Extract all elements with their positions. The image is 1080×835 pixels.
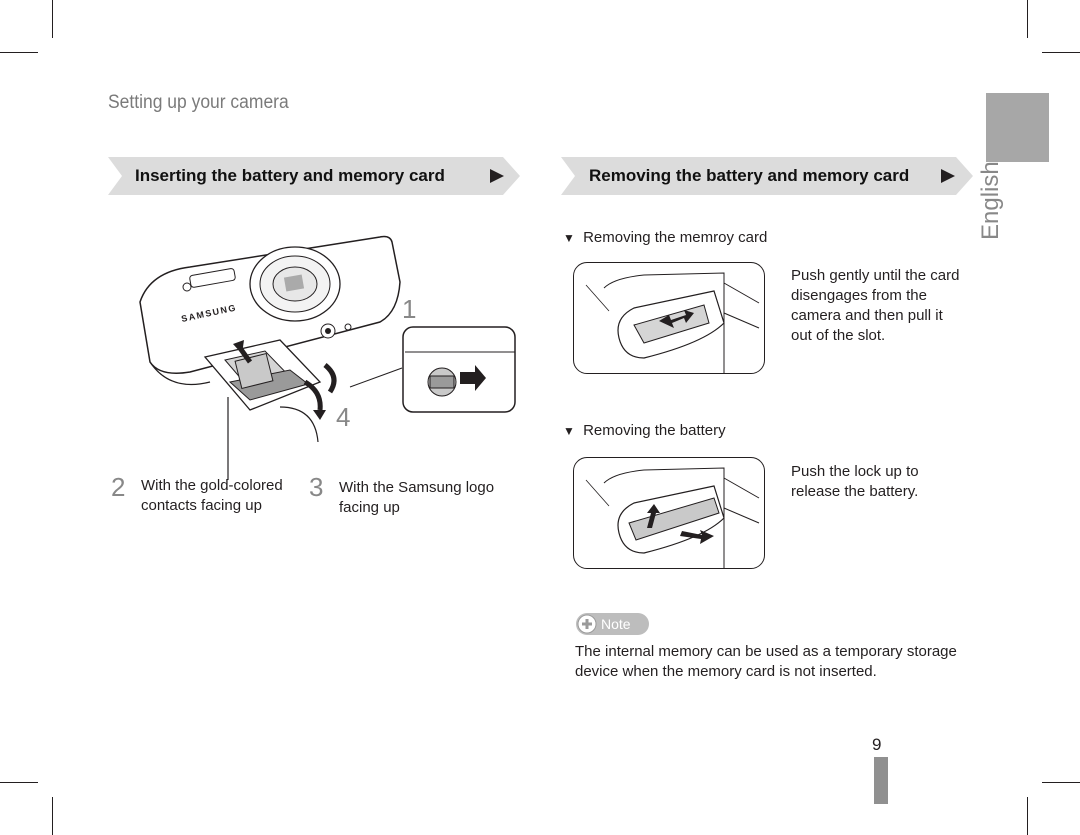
caption-3-line1: With the Samsung logo (339, 479, 495, 496)
battery-illustration (573, 457, 765, 569)
caption-3-text: With the Samsung logo facing up (339, 478, 494, 518)
removing-banner-title: Removing the battery and memory card (589, 166, 910, 185)
note-label: Note (601, 616, 631, 632)
language-tab: English (977, 162, 1004, 240)
memory-card-illustration (573, 262, 765, 374)
removing-banner: Removing the battery and memory card (561, 157, 973, 195)
crop-mark (1042, 782, 1080, 783)
section-title: Setting up your camera (108, 92, 289, 113)
memory-heading: ▼ Removing the memroy card (563, 229, 767, 246)
triangle-bullet-icon: ▼ (563, 424, 575, 438)
memory-instructions: Push gently until the card disengages fr… (791, 266, 959, 346)
battery-text-line: release the battery. (791, 483, 919, 500)
note-text: The internal memory can be used as a tem… (575, 642, 957, 682)
crop-mark (52, 0, 53, 38)
inserting-banner: Inserting the battery and memory card (108, 157, 520, 195)
step-number-1: 1 (402, 294, 417, 324)
note-text-line2: device when the memory card is not inser… (575, 663, 877, 680)
battery-heading-text: Removing the battery (583, 422, 726, 439)
memory-text-line: disengages from the (791, 287, 927, 304)
note-badge: Note (576, 613, 649, 635)
language-tab-block (986, 93, 1049, 162)
triangle-bullet-icon: ▼ (563, 231, 575, 245)
memory-text-line: out of the slot. (791, 327, 886, 344)
page-marker-bar (874, 757, 888, 804)
caption-2-line1: With the gold-colored (141, 477, 283, 494)
crop-mark (52, 797, 53, 835)
arrow-right-icon (490, 169, 504, 183)
crop-mark (1042, 52, 1080, 53)
memory-heading-text: Removing the memroy card (583, 229, 768, 246)
battery-instructions: Push the lock up to release the battery. (791, 462, 919, 502)
memory-text-line: Push gently until the card (791, 267, 960, 284)
banner-shape (108, 157, 520, 195)
note-text-line1: The internal memory can be used as a tem… (575, 643, 957, 660)
battery-heading: ▼ Removing the battery (563, 422, 726, 439)
caption-2-number: 2 (111, 472, 126, 502)
crop-mark (1027, 0, 1028, 38)
crop-mark (1027, 797, 1028, 835)
caption-2-text: With the gold-colored contacts facing up (141, 476, 283, 516)
caption-3-line2: facing up (339, 499, 400, 516)
caption-2-line2: contacts facing up (141, 497, 262, 514)
caption-3-number: 3 (309, 472, 324, 502)
arrow-right-icon (941, 169, 955, 183)
crop-mark (0, 52, 38, 53)
page-number: 9 (872, 735, 882, 754)
language-tab-label: English (977, 162, 1004, 240)
memory-text-line: camera and then pull it (791, 307, 943, 324)
crop-mark (0, 782, 38, 783)
battery-text-line: Push the lock up to (791, 463, 919, 480)
step-number-4: 4 (336, 402, 351, 432)
inserting-banner-title: Inserting the battery and memory card (135, 166, 445, 185)
banner-shape (561, 157, 973, 195)
camera-battery-illustration: SAMSUNG (139, 235, 516, 480)
